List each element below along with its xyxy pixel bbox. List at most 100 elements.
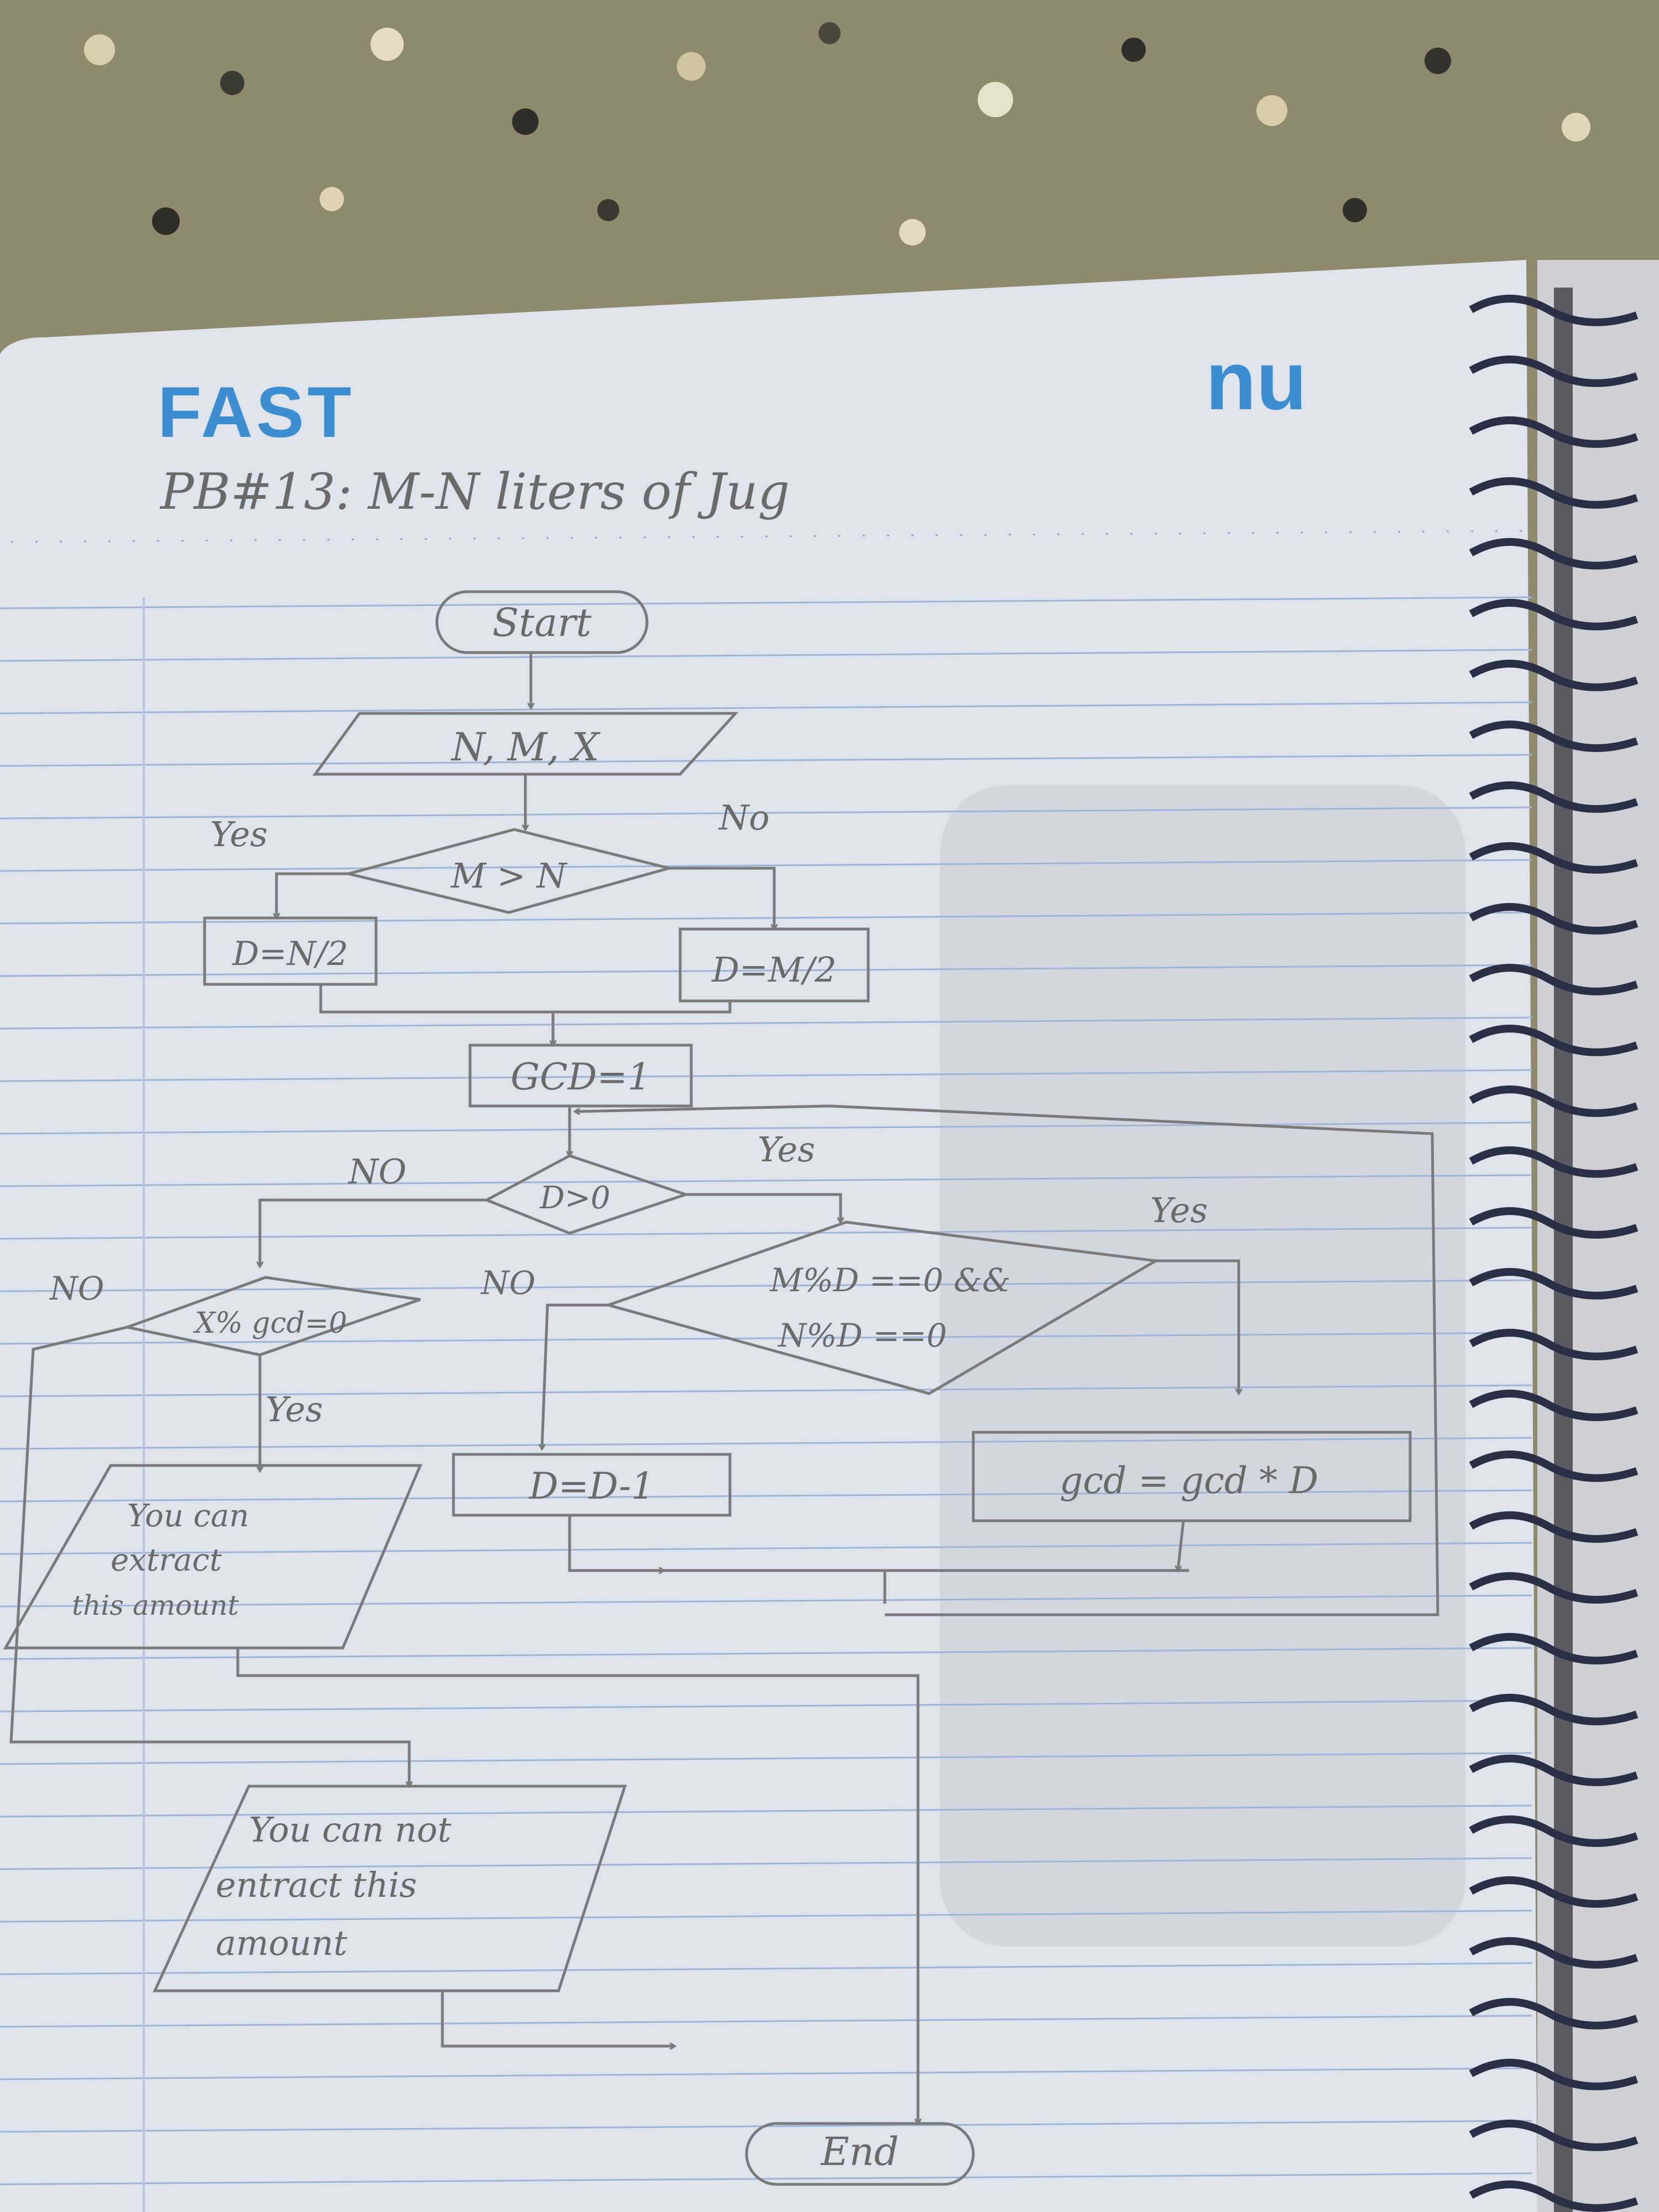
pencil: [1554, 288, 1573, 2212]
ruled-line: [0, 1016, 1532, 1030]
spiral-ring: [1469, 1511, 1639, 1543]
ruled-line: [0, 806, 1532, 820]
spiral-ring: [1469, 660, 1639, 691]
ruled-line: [0, 1857, 1532, 1870]
ruled-line: [0, 1437, 1532, 1450]
spiral-ring: [1469, 1694, 1639, 1725]
ruled-lines: [0, 596, 1532, 2185]
cond3-no-path: [542, 1303, 608, 1449]
init-gcd-box: [468, 1044, 693, 1108]
cond1-label: M > N: [450, 855, 568, 896]
ruled-line: [0, 1962, 1532, 1975]
loop-back-path: [575, 1104, 1439, 1616]
output-no-line2: entract this: [216, 1865, 417, 1905]
cond3-yes-label: Yes: [1150, 1190, 1208, 1230]
spiral-ring: [1469, 416, 1639, 448]
input-label: N, M, X: [450, 724, 601, 770]
spiral-ring: [1469, 356, 1639, 387]
spiral-ring: [1469, 2180, 1639, 2212]
spiral-ring: [1469, 1268, 1639, 1300]
ruled-line: [0, 1069, 1532, 1082]
end-label: End: [820, 2129, 899, 2174]
ruled-line: [0, 1384, 1532, 1397]
ruled-line: [0, 1332, 1532, 1345]
ruled-line: [0, 911, 1532, 925]
spiral-ring: [1469, 295, 1639, 326]
cond2-no-path: [260, 1198, 487, 1266]
ruled-line: [0, 1594, 1532, 1608]
ruled-line: [0, 1542, 1532, 1555]
spiral-ring: [1469, 903, 1639, 935]
output-yes-line1: You can: [127, 1498, 249, 1534]
cond2-no-label: NO: [347, 1151, 406, 1192]
flowchart: [3, 590, 1439, 2186]
spiral-ring: [1469, 842, 1639, 874]
output-yes-line3: this amount: [72, 1589, 239, 1621]
assign-no-box: [679, 927, 870, 1003]
spiral-ring: [1469, 1390, 1639, 1421]
cond4-yes-label: Yes: [265, 1389, 323, 1430]
spiral-ring: [1469, 964, 1639, 995]
spiral-ring: [1469, 538, 1639, 570]
cond1-yes-path: [276, 872, 348, 918]
spiral-ring: [1469, 477, 1639, 509]
ruled-line: [0, 1174, 1532, 1187]
merge-path: [319, 984, 732, 1014]
update-gcd-box: [972, 1431, 1412, 1522]
assign-no-label: D=M/2: [711, 950, 836, 990]
cond3-no-label: NO: [480, 1264, 535, 1302]
spiral-ring: [1469, 1876, 1639, 1908]
spiral-ring: [1469, 2120, 1639, 2151]
spiral-ring: [1469, 1572, 1639, 1604]
output-yes-line2: extract: [111, 1542, 222, 1578]
ruled-line: [0, 1647, 1532, 1660]
spiral-rings: [1469, 295, 1639, 2212]
ruled-line: [0, 2015, 1532, 2028]
ruled-line: [0, 1804, 1532, 1818]
init-gcd-label: GCD=1: [510, 1056, 650, 1098]
spiral-ring: [1469, 721, 1639, 752]
ruled-line: [0, 1910, 1532, 1923]
output-no-parallelogram: [153, 1785, 627, 1992]
ruled-line: [0, 2067, 1532, 2080]
spiral-ring: [1469, 1998, 1639, 2030]
ruled-line: [0, 754, 1532, 767]
update-gcd-label: gcd = gcd * D: [1060, 1459, 1318, 1502]
ruled-line: [0, 1227, 1532, 1240]
page-heading: PB#13: M-N liters of Jug: [159, 463, 790, 521]
spiral-ring: [1469, 781, 1639, 813]
cond2-yes-label: Yes: [758, 1129, 815, 1170]
spiral-ring: [1469, 1755, 1639, 1786]
decrement-box: [452, 1453, 732, 1517]
cond4-no-path: [9, 1326, 409, 1786]
ruled-line: [0, 701, 1532, 714]
spiral-ring: [1469, 1815, 1639, 1847]
nu-logo: nu: [1206, 334, 1307, 427]
output-no-to-end: [441, 1991, 675, 2046]
cond3-yes-path: [1156, 1259, 1239, 1394]
page-shadow: [940, 785, 1465, 1947]
spiral-ring: [1469, 1937, 1639, 1969]
cond4-no-label: NO: [49, 1270, 104, 1307]
spiral-ring: [1469, 1025, 1639, 1056]
decrement-label: D=D-1: [529, 1465, 655, 1507]
output-yes-parallelogram: [3, 1464, 422, 1650]
spiral-ring: [1469, 1451, 1639, 1482]
cond2-yes-path: [686, 1193, 841, 1222]
ruled-line: [0, 1752, 1532, 1765]
ruled-line: [0, 1121, 1532, 1135]
ruled-line: [0, 596, 1532, 609]
start-label: Start: [492, 600, 592, 645]
arrow-update-merge: [1178, 1520, 1185, 1571]
cond4-label: X% gcd=0: [192, 1307, 347, 1340]
start-terminal: [435, 590, 649, 654]
cond1-no-path: [669, 867, 774, 929]
ruled-line: [0, 964, 1532, 977]
fast-logo: FAST: [158, 372, 354, 452]
cond1-yes-label: Yes: [210, 814, 268, 854]
spiral-ring: [1469, 1086, 1639, 1117]
ruled-line: [0, 1489, 1532, 1503]
output-yes-to-end: [236, 1648, 918, 2124]
spiral-ring: [1469, 1146, 1639, 1178]
